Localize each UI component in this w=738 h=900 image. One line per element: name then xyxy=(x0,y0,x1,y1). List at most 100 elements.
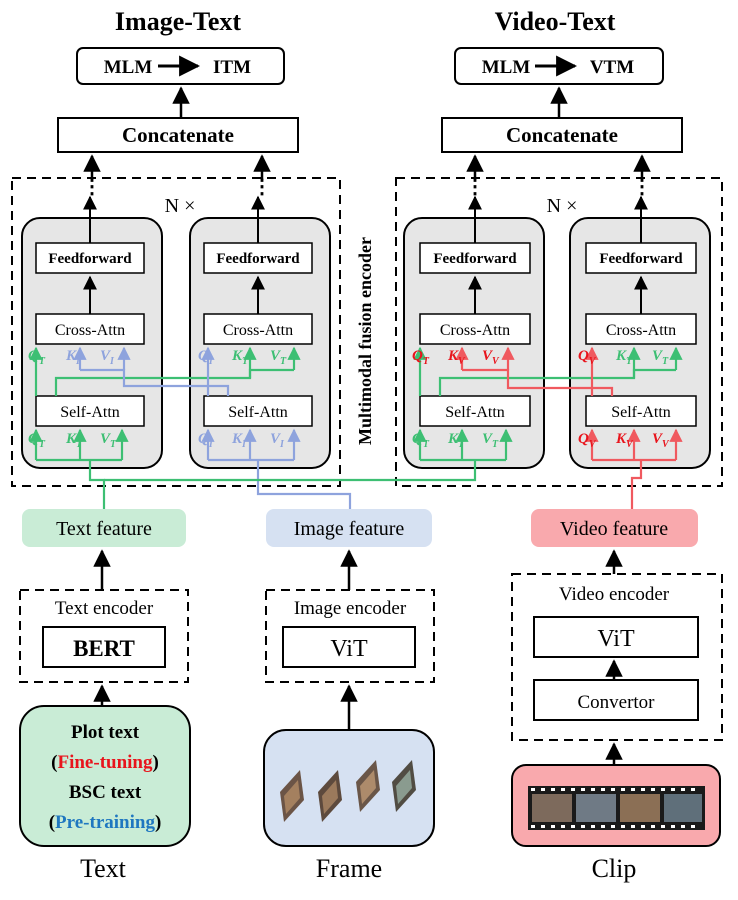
svg-text:QT: QT xyxy=(412,348,430,367)
text-encoder-title: Text encoder xyxy=(55,598,154,619)
left-s1-self-qkv: QT KT VT xyxy=(28,431,117,450)
film-strip-icon xyxy=(528,786,705,830)
svg-text:VV: VV xyxy=(482,348,500,367)
left-title: Image-Text xyxy=(115,7,241,36)
image-vit-box xyxy=(282,626,416,668)
left-s1-self-box xyxy=(35,395,145,427)
right-task-box: MLM VTM xyxy=(454,47,664,85)
right-repeat-label: N × xyxy=(547,195,578,217)
convertor-label: Convertor xyxy=(577,692,655,713)
bsc-text-label: BSC text xyxy=(69,782,142,803)
input-frame-label: Frame xyxy=(316,854,382,883)
right-s2-self-label: Self-Attn xyxy=(611,404,671,421)
video-vit-box xyxy=(533,616,699,658)
image-feature-label: Image feature xyxy=(294,518,405,540)
image-encoder-container xyxy=(265,589,435,683)
right-fusion-container xyxy=(395,177,723,487)
frame-input-box xyxy=(263,729,435,847)
left-s2-self-box xyxy=(203,395,313,427)
image-vit-label: ViT xyxy=(330,636,368,662)
convertor-box xyxy=(533,679,699,721)
fusion-encoder-label: Multimodal fusion encoder xyxy=(355,237,375,445)
svg-text:VI: VI xyxy=(270,431,285,450)
right-concat-box xyxy=(441,117,683,153)
video-feature-label: Video feature xyxy=(560,518,668,540)
left-s2-self-label: Self-Attn xyxy=(228,404,288,421)
svg-text:VT: VT xyxy=(652,348,669,367)
svg-text:QT: QT xyxy=(28,348,46,367)
right-s2-ff-label: Feedforward xyxy=(599,251,683,267)
right-task-vtm: VTM xyxy=(590,57,634,78)
svg-text:QI: QI xyxy=(198,348,214,367)
svg-text:VT: VT xyxy=(100,431,117,450)
fine-tuning-line: (Fine-tuning) xyxy=(51,752,159,773)
input-clip-label: Clip xyxy=(592,854,637,883)
left-s1-ff-label: Feedforward xyxy=(48,251,132,267)
svg-text:QT: QT xyxy=(412,431,430,450)
right-s1-cross-box xyxy=(419,313,531,345)
left-s2-cross-qkv: QI KT VT xyxy=(198,348,287,367)
svg-text:⋮: ⋮ xyxy=(82,176,102,198)
svg-text:QV: QV xyxy=(578,348,597,367)
continuation-dots: ⋮ ⋮ ⋮ ⋮ xyxy=(82,176,652,198)
svg-text:QV: QV xyxy=(578,431,597,450)
video-encoder-title: Video encoder xyxy=(559,584,670,605)
internal-arrows xyxy=(83,195,648,314)
left-s2-self-qkv: QI KI VI xyxy=(198,431,285,450)
text-input-box xyxy=(19,705,191,847)
left-s1-cross-box xyxy=(35,313,145,345)
left-concat-box xyxy=(57,117,299,153)
svg-text:VT: VT xyxy=(270,348,287,367)
text-feature-label: Text feature xyxy=(56,518,152,540)
frame-images xyxy=(280,760,416,822)
right-s1-ff-label: Feedforward xyxy=(433,251,517,267)
left-task-itm: ITM xyxy=(213,57,251,78)
left-s2-self-inputs xyxy=(201,428,301,460)
svg-text:KT: KT xyxy=(65,431,83,450)
video-feature-line xyxy=(630,460,643,512)
left-text-feature-line xyxy=(88,460,106,512)
right-s1-self-qkv: QT KT VT xyxy=(412,431,499,450)
svg-text:QI: QI xyxy=(198,431,214,450)
svg-text:KT: KT xyxy=(447,431,465,450)
left-s2-ff-label: Feedforward xyxy=(216,251,300,267)
right-s1-self-box xyxy=(419,395,531,427)
plot-text-label: Plot text xyxy=(71,722,140,743)
bert-box xyxy=(42,626,166,668)
video-feature-box xyxy=(531,509,698,547)
image-feature-box xyxy=(266,509,432,547)
left-task-mlm: MLM xyxy=(104,57,153,78)
right-task-mlm: MLM xyxy=(482,57,531,78)
left-s2-cross-label: Cross-Attn xyxy=(223,322,293,339)
svg-text:⋮: ⋮ xyxy=(252,176,272,198)
bert-label: BERT xyxy=(73,636,135,661)
concat-input-arrows xyxy=(83,154,651,180)
svg-text:KT: KT xyxy=(615,348,633,367)
left-s1-self-inputs xyxy=(29,428,129,460)
right-s1-self-label: Self-Attn xyxy=(445,404,505,421)
svg-text:KI: KI xyxy=(231,431,247,450)
svg-text:VV: VV xyxy=(652,431,670,450)
right-concat-label: Concatenate xyxy=(506,123,618,147)
encoder-output-arrows xyxy=(93,549,623,590)
left-s1-cross-label: Cross-Attn xyxy=(55,322,125,339)
left-task-box: MLM ITM xyxy=(76,47,285,85)
right-s1-cross-qkv: QT KV VV xyxy=(412,348,500,367)
right-s1-self-inputs xyxy=(413,428,513,460)
text-encoder-container xyxy=(19,589,189,683)
svg-text:VI: VI xyxy=(100,348,115,367)
image-encoder-title: Image encoder xyxy=(294,598,407,619)
left-s1-self-label: Self-Attn xyxy=(60,404,120,421)
svg-text:⋮: ⋮ xyxy=(632,176,652,198)
right-s2-self-qkv: QV KV VV xyxy=(578,431,670,450)
left-s2-cross-box xyxy=(203,313,313,345)
svg-text:KV: KV xyxy=(615,431,634,450)
left-s1-cross-qkv: QT KI VI xyxy=(28,348,115,367)
right-s1-ff-box xyxy=(419,242,531,274)
text-feature-box xyxy=(22,509,186,547)
svg-text:KI: KI xyxy=(65,348,81,367)
left-concat-label: Concatenate xyxy=(122,123,234,147)
left-repeat-label: N × xyxy=(165,195,196,217)
right-title: Video-Text xyxy=(495,7,616,36)
